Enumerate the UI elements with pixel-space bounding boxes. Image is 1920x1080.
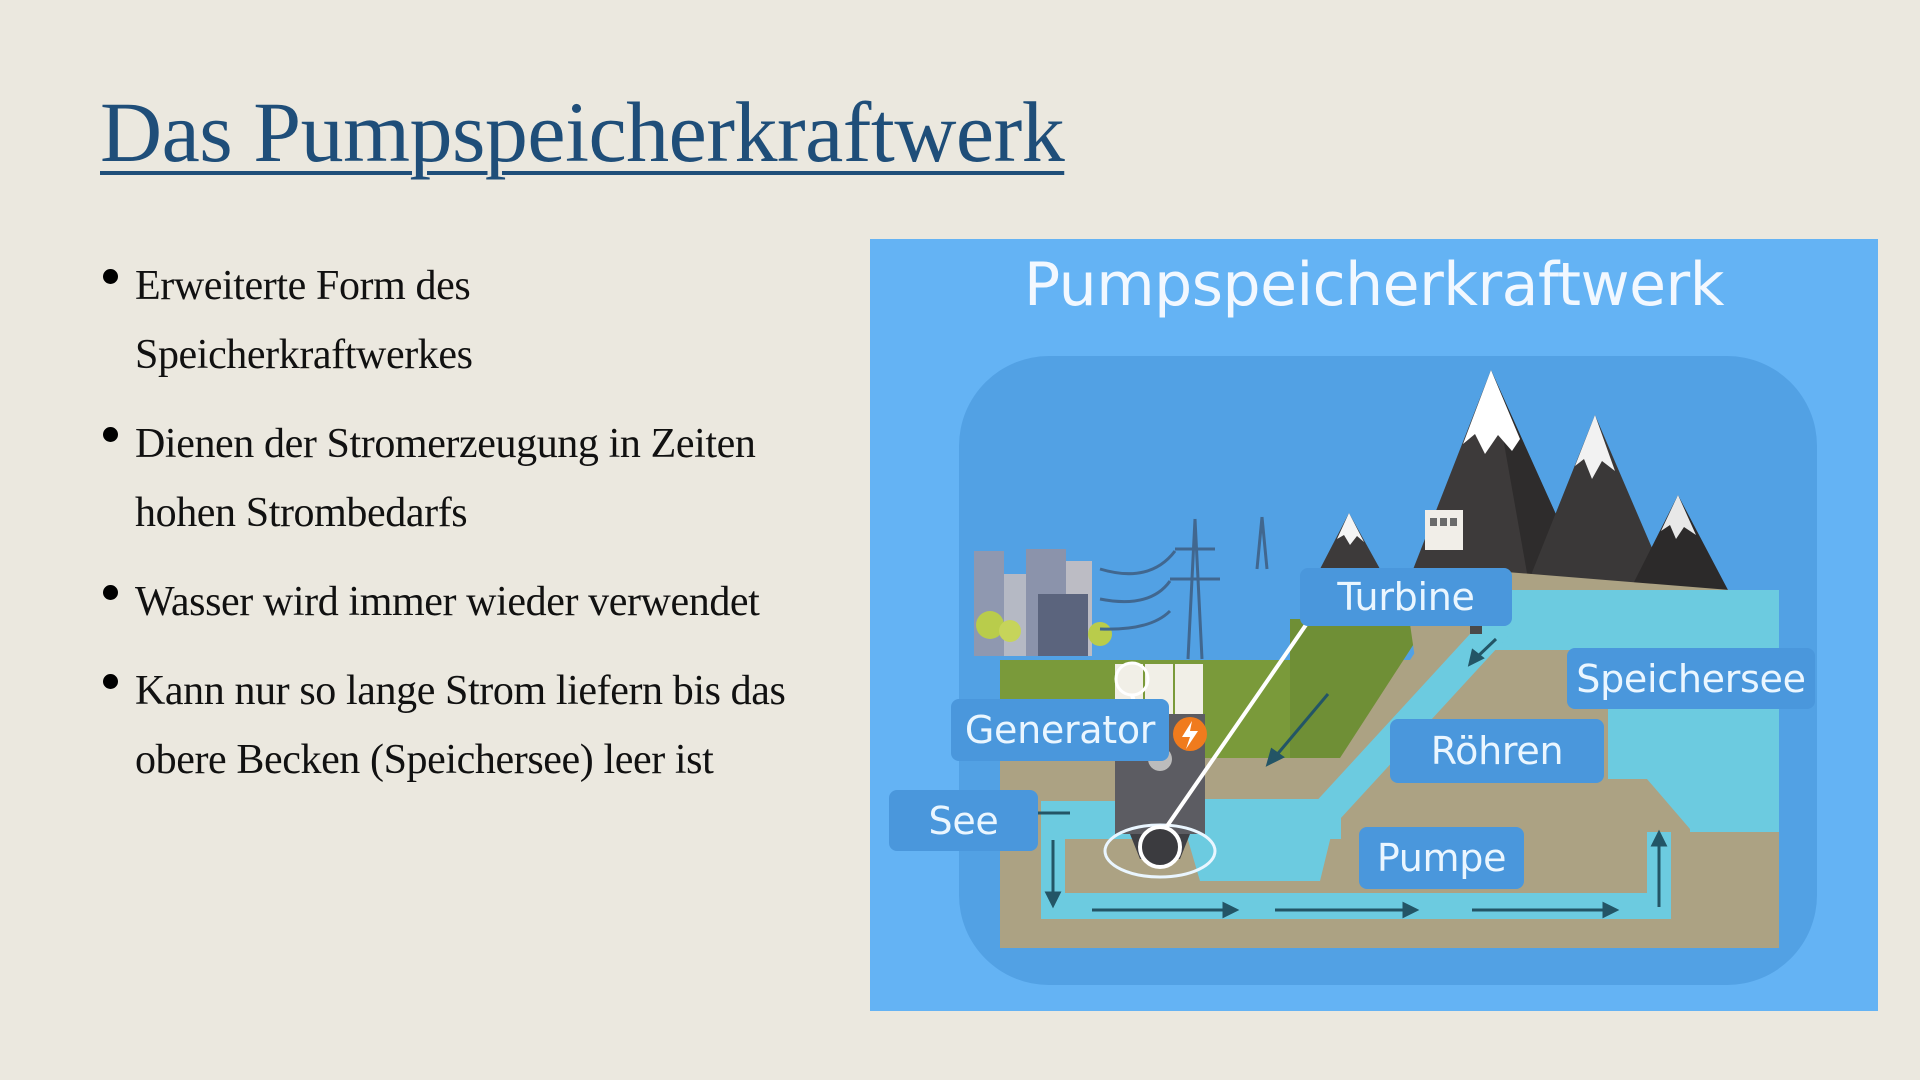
label-see: See bbox=[889, 790, 1038, 851]
label-pumpe: Pumpe bbox=[1359, 827, 1524, 889]
lightning-bolt-icon bbox=[1173, 717, 1207, 751]
bullet-item: Dienen der Stromerzeugung in Zeiten hohe… bbox=[100, 410, 840, 548]
label-turbine: Turbine bbox=[1300, 568, 1512, 626]
bullet-item: Wasser wird immer wieder verwendet bbox=[100, 568, 840, 637]
bullet-item: Kann nur so lange Strom liefern bis das … bbox=[100, 657, 840, 795]
pump-wheel-icon bbox=[1103, 823, 1217, 879]
bullet-item: Erweiterte Form des Speicherkraftwerkes bbox=[100, 252, 840, 390]
bullet-text: Kann nur so lange Strom liefern bis das bbox=[135, 668, 786, 714]
label-generator: Generator bbox=[951, 699, 1169, 761]
bullet-dot-icon bbox=[103, 269, 118, 284]
slide-title: Das Pumpspeicherkraftwerk bbox=[100, 84, 1065, 180]
mountains-icon bbox=[1320, 370, 1728, 590]
label-roehren: Röhren bbox=[1390, 719, 1604, 783]
upper-reservoir bbox=[1470, 590, 1779, 650]
bullet-text: Erweiterte Form des bbox=[135, 263, 471, 309]
bullet-dot-icon bbox=[103, 585, 118, 600]
city-skyline-icon bbox=[974, 549, 1112, 656]
diagram-image: Pumpspeicherkraftwerk Turbine Speicherse… bbox=[870, 239, 1878, 1011]
bullet-dot-icon bbox=[103, 674, 118, 689]
bullet-text: obere Becken (Speichersee) leer ist bbox=[135, 737, 714, 783]
bullet-text: Speicherkraftwerkes bbox=[135, 332, 473, 378]
label-speichersee: Speichersee bbox=[1567, 648, 1815, 709]
bullet-text: hohen Strombedarfs bbox=[135, 490, 468, 536]
flow-arrow-icon bbox=[1006, 637, 1668, 919]
bullet-dot-icon bbox=[103, 427, 118, 442]
power-pylon-icon bbox=[1099, 516, 1269, 660]
diagram-title: Pumpspeicherkraftwerk bbox=[1024, 250, 1724, 320]
bullet-text: Dienen der Stromerzeugung in Zeiten bbox=[135, 421, 756, 467]
bullet-text: Wasser wird immer wieder verwendet bbox=[135, 579, 760, 625]
bullet-list: Erweiterte Form des Speicherkraftwerkes … bbox=[100, 252, 840, 815]
